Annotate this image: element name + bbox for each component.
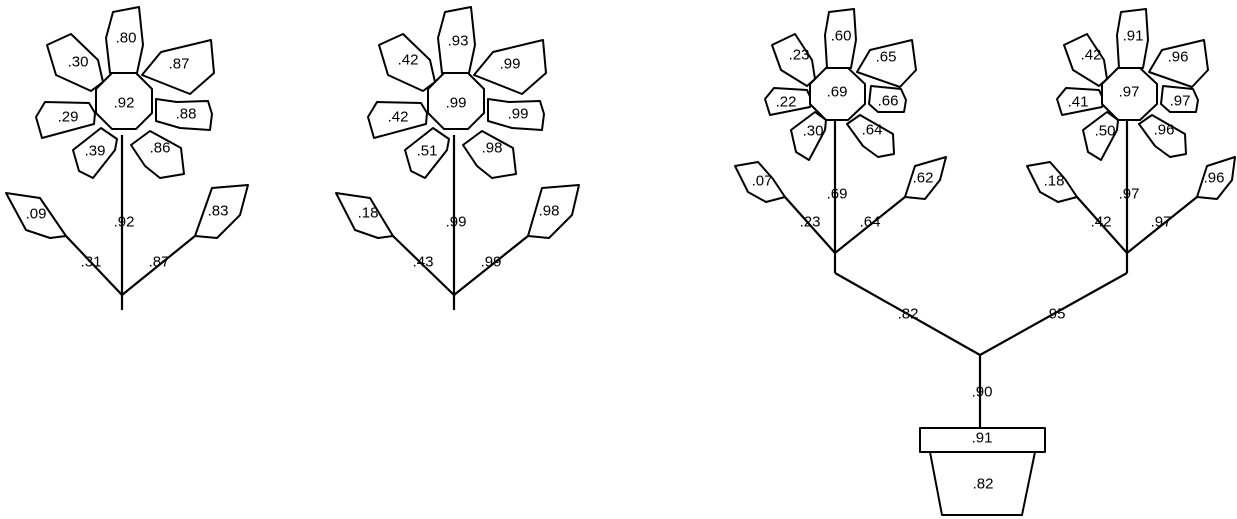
- flower-a-left-leaf-label: .09: [26, 206, 47, 223]
- flower-b-center-label: .99: [446, 95, 467, 112]
- potted-flower-right-petal-7-label: .42: [1081, 47, 1102, 64]
- flower-a-petal-5-label: .39: [85, 143, 106, 160]
- potted-flower-left-petal-7-label: .23: [789, 47, 810, 64]
- flower-b-petal-7-label: .42: [398, 52, 419, 69]
- potted-flower-left-petal-1-label: .60: [831, 28, 852, 45]
- potted-flower-right-petal-4-label: .96: [1154, 122, 1175, 139]
- flower-b-right-branch-label: .99: [481, 254, 502, 271]
- potted-flower-right: .91 .96 .97 .96 .50 .41 .42 .97 .97 .18 …: [1027, 9, 1235, 273]
- left-main-branch-label: .82: [898, 306, 919, 323]
- potted-flower-left-petal-5-label: .30: [803, 123, 824, 140]
- flower-b-petal-1-label: .93: [448, 33, 469, 50]
- potted-flower-left-left-leaf-label: .07: [752, 173, 773, 190]
- pot-body-label: .82: [973, 476, 994, 493]
- flower-a-center-label: .92: [114, 95, 135, 112]
- pot-rim-label: .91: [972, 430, 993, 447]
- potted-flower-right-center-label: .97: [1119, 84, 1140, 101]
- trunk-label: .90: [972, 384, 993, 401]
- potted-flower-left-petal-4-label: .64: [862, 122, 883, 139]
- potted-flower-right-right-leaf-label: .96: [1204, 170, 1225, 187]
- flower-a: .80 .87 .88 .86 .39 .29 .30 .92 .92 .09 …: [6, 7, 248, 310]
- flower-b-left-branch-label: .43: [413, 254, 434, 271]
- potted-flower-right-petal-6-label: .41: [1068, 94, 1089, 111]
- flower-b-petal-5-label: .51: [417, 143, 438, 160]
- potted-flower-right-right-branch-label: .97: [1151, 214, 1172, 231]
- flower-a-petal-2-label: .87: [169, 56, 190, 73]
- potted-flower-left-center-label: .69: [827, 84, 848, 101]
- flower-b: .93 .99 .99 .98 .51 .42 .42 .99 .99 .18 …: [336, 7, 579, 310]
- potted-plant: .60 .65 .66 .64 .30 .22 .23 .69 .69 .07 …: [735, 9, 1235, 515]
- potted-flower-left-petal-2-label: .65: [876, 49, 897, 66]
- flower-b-petal-4-label: .98: [482, 140, 503, 157]
- flower-a-right-branch-label: .87: [149, 254, 170, 271]
- potted-flower-left-right-leaf-label: .62: [913, 170, 934, 187]
- potted-flower-left-right-branch-label: .64: [860, 214, 881, 231]
- flower-a-petal-4-label: .86: [150, 140, 171, 157]
- potted-flower-right-petal-1-label: .91: [1123, 28, 1144, 45]
- flower-a-left-branch-label: .31: [81, 254, 102, 271]
- potted-flower-left-stem-label: .69: [827, 186, 848, 203]
- flower-b-stem-label: .99: [446, 214, 467, 231]
- flower-b-petal-3-label: .99: [508, 106, 529, 123]
- flower-b-left-leaf-label: .18: [358, 205, 379, 222]
- flower-a-petal-7-label: .30: [68, 54, 89, 71]
- flower-a-right-leaf-label: .83: [208, 203, 229, 220]
- flower-b-petal-6-label: .42: [388, 109, 409, 126]
- potted-flower-right-petal-5-label: .50: [1095, 123, 1116, 140]
- potted-flower-left-left-branch-label: .23: [800, 214, 821, 231]
- flower-a-petal-3-label: .88: [176, 106, 197, 123]
- flower-b-petal-2-label: .99: [500, 56, 521, 73]
- potted-flower-left-petal-3-label: .66: [878, 93, 899, 110]
- flower-a-stem-label: .92: [114, 214, 135, 231]
- flower-a-petal-1-label: .80: [116, 30, 137, 47]
- flower-a-petal-6-label: .29: [58, 109, 79, 126]
- potted-flower-right-left-leaf-label: .18: [1044, 173, 1065, 190]
- potted-flower-right-petal-3-label: .97: [1170, 93, 1191, 110]
- right-main-branch-label: .95: [1045, 306, 1066, 323]
- potted-flower-right-left-branch-label: .42: [1091, 214, 1112, 231]
- potted-flower-right-petal-2-label: .96: [1168, 49, 1189, 66]
- potted-flower-right-stem-label: .97: [1119, 186, 1140, 203]
- flower-b-right-leaf-label: .98: [539, 203, 560, 220]
- potted-flower-left-petal-6-label: .22: [776, 94, 797, 111]
- potted-flower-left: .60 .65 .66 .64 .30 .22 .23 .69 .69 .07 …: [735, 9, 946, 273]
